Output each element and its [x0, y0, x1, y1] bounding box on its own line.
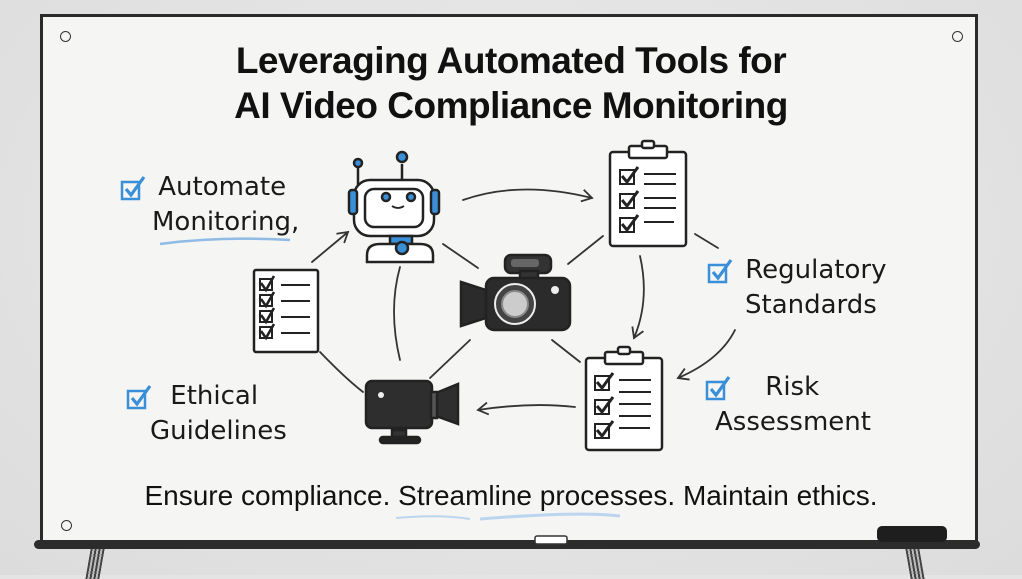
label-automate-monitoring: Automate Monitoring, — [120, 170, 299, 240]
video-camera-icon — [364, 379, 460, 445]
clipboard-checklist-icon-top — [608, 139, 688, 248]
underline-scribble-3 — [479, 512, 621, 521]
checkbox-icon — [126, 384, 152, 409]
label-regulatory-line2: Standards — [745, 290, 877, 320]
board-hole-top-right — [952, 31, 963, 42]
checklist-icon-left — [252, 268, 320, 354]
board-hole-bottom-left — [61, 520, 72, 531]
label-regulatory-standards: Regulatory Standards — [707, 253, 886, 323]
underline-scribble — [159, 237, 291, 246]
checkbox-icon — [120, 175, 146, 200]
tagline: Ensure compliance. Streamline processes.… — [144, 480, 878, 511]
clipboard-checklist-icon-bottom — [584, 345, 664, 452]
label-risk-line1: Risk — [765, 372, 820, 402]
label-ethical-line1: Ethical — [170, 381, 259, 411]
robot-icon — [347, 150, 441, 264]
camera-icon — [459, 253, 572, 332]
label-automate-line1: Automate — [158, 172, 287, 202]
marker — [534, 535, 568, 545]
label-risk-line2: Assessment — [715, 407, 871, 437]
checkbox-icon — [707, 258, 733, 283]
board-hole-top-left — [60, 31, 71, 42]
title-line-1: Leveraging Automated Tools for — [235, 40, 787, 81]
underline-scribble-2 — [395, 515, 471, 520]
label-risk-assessment: Risk Assessment — [705, 370, 871, 440]
label-automate-line2: Monitoring, — [152, 207, 300, 237]
label-ethical-guidelines: Ethical Guidelines — [126, 379, 287, 449]
whiteboard-tray — [34, 540, 980, 549]
eraser — [877, 526, 947, 542]
title-line-2: AI Video Compliance Monitoring — [234, 85, 788, 126]
label-ethical-line2: Guidelines — [150, 416, 287, 446]
checkbox-icon — [705, 375, 731, 400]
label-regulatory-line1: Regulatory — [745, 255, 887, 285]
connector-lines — [311, 188, 736, 416]
